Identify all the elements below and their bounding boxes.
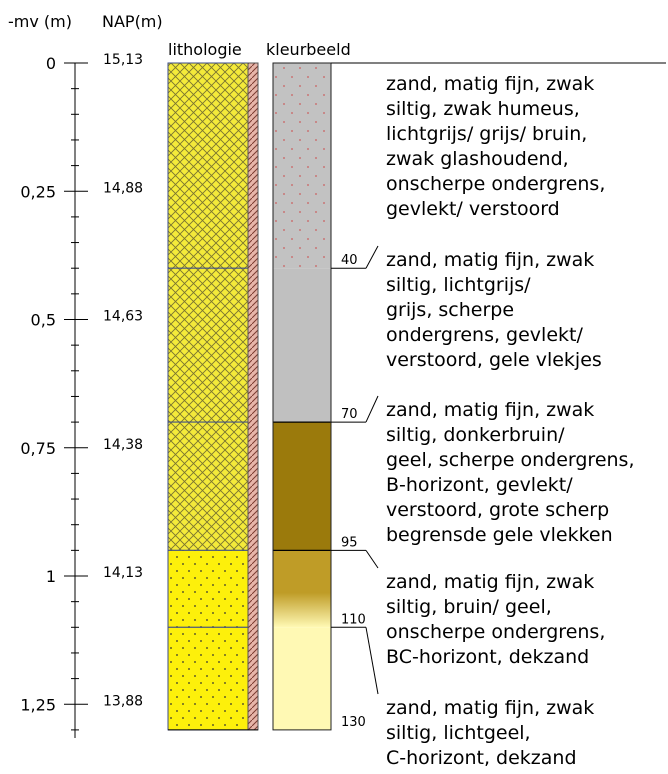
boundary-connector <box>365 550 379 569</box>
layer-description: zand, matig fijn, zwak siltig, zwak humeu… <box>386 72 605 222</box>
description-line: zand, matig fijn, zwak <box>386 697 595 719</box>
nap-header: NAP(m) <box>102 12 163 31</box>
description-line: siltig, lichtgrijs/ <box>386 274 531 296</box>
description-line: begrensde gele vlekken <box>386 524 613 546</box>
layer-description: zand, matig fijn, zwak siltig, donkerbrui… <box>386 398 635 548</box>
description-line: verstoord, grote scherp <box>386 499 610 521</box>
nap-tick-label: 14,38 <box>103 437 143 453</box>
nap-tick-label: 15,13 <box>103 52 143 68</box>
color-layer <box>273 268 331 423</box>
depth-tick-label: 0,25 <box>20 182 56 201</box>
description-line: siltig, lichtgeel, <box>386 722 531 744</box>
description-line: BC-horizont, dekzand <box>386 646 590 668</box>
boundary-depth-label: 40 <box>341 253 358 268</box>
description-line: gevlekt/ verstoord <box>386 198 560 220</box>
description-line: onscherpe ondergrens, <box>386 621 606 643</box>
boundary-connector <box>365 627 379 695</box>
lithology-layer <box>167 62 249 269</box>
lithology-layer <box>167 267 249 423</box>
description-line: geel, scherpe ondergrens, <box>386 449 635 471</box>
color-speckle <box>273 63 331 269</box>
description-line: grijs, scherpe <box>386 299 515 321</box>
nap-tick-label: 14,88 <box>103 180 143 196</box>
depth-header: -mv (m) <box>8 12 72 31</box>
description-line: lichtgrijs/ grijs/ bruin, <box>386 123 588 145</box>
lithology-layer <box>167 421 249 551</box>
description-line: zand, matig fijn, zwak <box>386 73 595 95</box>
description-line: B-horizont, gevlekt/ <box>386 474 573 496</box>
color-image-header: kleurbeeld <box>266 40 351 59</box>
description-line: C-horizont, dekzand <box>386 747 577 769</box>
description-line: zand, matig fijn, zwak <box>386 249 595 271</box>
description-line: siltig, zwak humeus, <box>386 98 580 120</box>
lithology-layer <box>167 549 249 628</box>
color-layer <box>273 550 331 628</box>
description-line: siltig, donkerbruin/ <box>386 424 565 446</box>
depth-tick-label: 0,75 <box>20 439 56 458</box>
layer-description: zand, matig fijn, zwak siltig, bruin/ gee… <box>386 570 605 670</box>
description-line: zwak glashoudend, <box>386 148 569 170</box>
description-line: onscherpe ondergrens, <box>386 173 606 195</box>
depth-tick-label: 1 <box>46 567 56 586</box>
description-line: siltig, bruin/ geel, <box>386 596 552 618</box>
layer-description: zand, matig fijn, zwak siltig, lichtgrijs… <box>386 248 602 373</box>
description-line: zand, matig fijn, zwak <box>386 399 595 421</box>
depth-tick-label: 1,25 <box>20 695 56 714</box>
description-line: ondergrens, gevlekt/ <box>386 324 583 346</box>
lithology-header: lithologie <box>168 40 242 59</box>
description-line: zand, matig fijn, zwak <box>386 571 595 593</box>
depth-tick-label: 0,5 <box>31 311 56 330</box>
lithology-side-strip <box>247 62 259 731</box>
nap-tick-label: 14,13 <box>103 565 143 581</box>
layer-description: zand, matig fijn, zwak siltig, lichtgeel,… <box>386 696 594 771</box>
boundary-depth-label: 95 <box>341 535 358 550</box>
nap-tick-label: 13,88 <box>103 693 143 709</box>
color-layer <box>273 422 331 551</box>
color-layer <box>273 627 331 730</box>
description-line: verstoord, gele vlekjes <box>386 349 602 371</box>
boundary-depth-label: 110 <box>341 612 366 627</box>
boundary-depth-label: 70 <box>341 407 358 422</box>
lithology-layer <box>167 626 249 731</box>
nap-tick-label: 14,63 <box>103 309 143 325</box>
color-column-frame <box>272 62 332 731</box>
boundary-depth-label: 130 <box>341 715 366 730</box>
boundary-connector <box>365 395 379 423</box>
boundary-connector <box>365 245 379 269</box>
depth-tick-label: 0 <box>46 54 56 73</box>
